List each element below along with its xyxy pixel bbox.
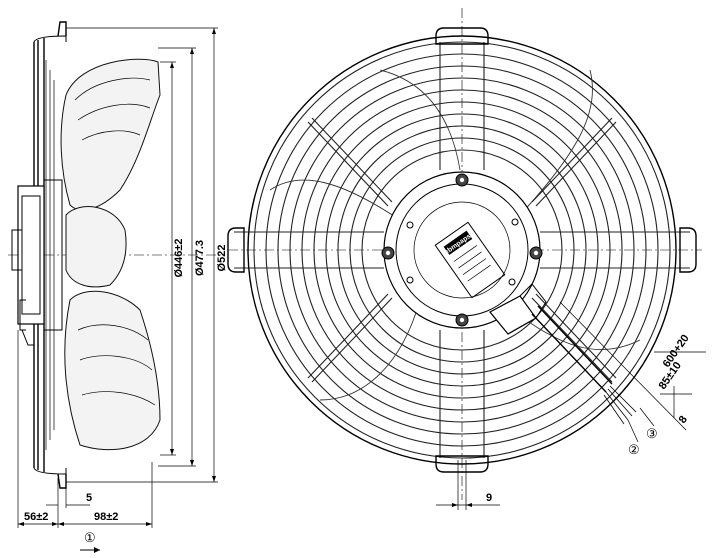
side-view: Ø446±2 Ø477.3 Ø522 5 56±2 98±2 ① [8,21,228,553]
blade-side-upper [60,58,161,211]
dim-9: 9 [486,492,492,504]
motor-flange [11,229,23,271]
spoke-n [439,42,485,170]
dim-cable-85: 85±10 [657,360,684,392]
spoke-ne [531,117,617,207]
spoke-sw [307,293,393,383]
dim-d477: Ø477.3 [194,240,206,276]
blade-side-lower [64,290,161,451]
dim-56: 56±2 [24,511,48,523]
mount-lug-right [679,227,697,273]
cable-wires [603,385,637,425]
guard-spokes [234,42,690,458]
dim-5: 5 [86,492,92,504]
spoke-se [531,293,617,383]
cable-lower [531,313,607,393]
mount-lug-bottom [435,455,489,473]
dim-98: 98±2 [94,511,118,523]
blade-side-mid [65,206,127,288]
spoke-s [439,330,485,458]
cable-upper [537,305,613,385]
callout-1: ① [84,530,96,545]
mount-lug-left [227,227,245,273]
dim-d522: Ø522 [216,245,228,272]
spoke-w [234,231,384,269]
spoke-nw [307,117,393,207]
hub-screws [381,173,543,327]
guard-rings [247,35,677,465]
dim-cable-8: 8 [677,414,690,426]
type-label-plate: ebmpapst [434,221,506,299]
top-hook [57,21,67,37]
bottom-hook [57,473,67,489]
blade-outlines [269,69,641,401]
callout-2: ② [628,442,640,457]
motor-rotor [44,179,63,331]
front-view: ebmpapst 600+20 85±10 8 ② ③ [227,8,706,510]
dim-d446: Ø446±2 [173,238,185,277]
motor-hub-center [413,201,511,299]
guard-wires-side [45,60,55,450]
mount-lug-top [435,27,489,45]
cable-gland [19,299,34,346]
spoke-e [540,231,690,269]
callout-3: ③ [646,426,658,441]
